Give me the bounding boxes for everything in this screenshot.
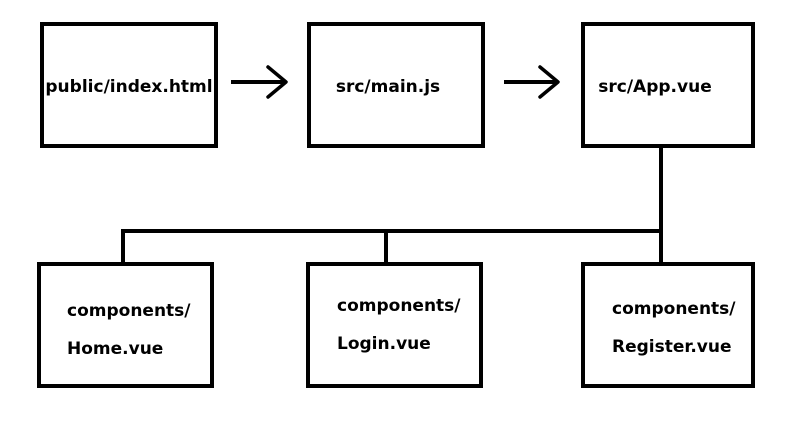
- node-index-html: public/index.html: [40, 22, 218, 148]
- node-label-line-1: components/: [67, 301, 191, 321]
- node-main-js: src/main.js: [307, 22, 485, 148]
- node-label-line-2: Login.vue: [337, 334, 431, 354]
- node-label-line-1: components/: [337, 296, 461, 316]
- node-label-line-2: Home.vue: [67, 339, 163, 359]
- node-label-line-1: components/: [612, 299, 736, 319]
- node-app-vue: src/App.vue: [581, 22, 755, 148]
- node-label: src/App.vue: [598, 77, 711, 97]
- node-register-vue: components/ Register.vue: [581, 262, 755, 388]
- node-login-vue: components/ Login.vue: [306, 262, 483, 388]
- node-label: src/main.js: [336, 77, 440, 97]
- node-label: public/index.html: [45, 77, 212, 97]
- node-label-line-2: Register.vue: [612, 337, 732, 357]
- node-home-vue: components/ Home.vue: [37, 262, 214, 388]
- tree-connector: [121, 148, 663, 264]
- arrow-index-to-main: [231, 65, 288, 99]
- arrow-main-to-app: [504, 65, 560, 99]
